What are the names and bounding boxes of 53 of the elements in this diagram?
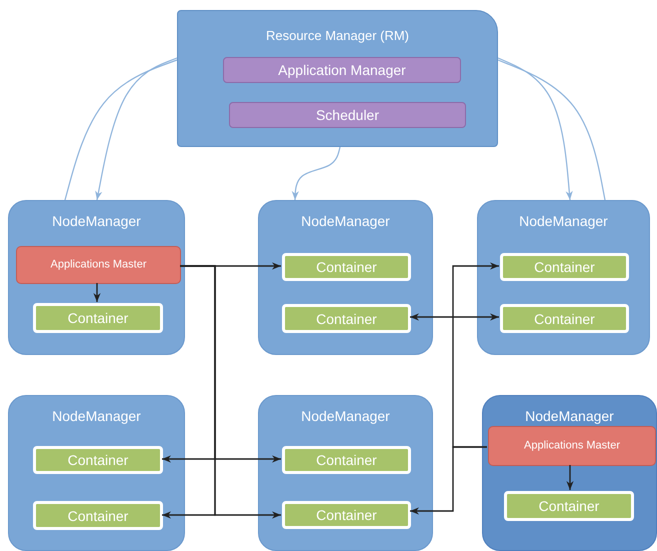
arrow [410, 446, 487, 515]
container-box [33, 446, 163, 474]
node-manager-panel [8, 200, 185, 355]
node-manager-panel [258, 200, 433, 355]
arrow [498, 57, 573, 200]
container-box [282, 446, 411, 474]
label: Scheduler [314, 107, 380, 124]
label: Container [315, 258, 378, 276]
container-box [282, 253, 411, 281]
container-box [500, 253, 629, 281]
arrow [566, 465, 574, 490]
node-manager-panel [482, 395, 657, 551]
arrow [93, 283, 101, 302]
arrow [292, 146, 341, 200]
container-box [282, 304, 411, 333]
label: Application Manager [277, 62, 407, 78]
arrow [95, 57, 178, 200]
label: Container [315, 310, 378, 327]
node-manager-panel [477, 200, 650, 355]
label: NodeManager [300, 408, 391, 424]
node-manager-panel [8, 395, 185, 551]
resource-manager-panel [177, 10, 498, 147]
label: Container [66, 507, 130, 524]
arrow [410, 313, 499, 321]
label: Container [66, 310, 130, 326]
component-box [229, 102, 466, 128]
label: Applications Master [50, 258, 148, 272]
container-box [33, 501, 163, 530]
label: Resource Manager (RM) [264, 29, 410, 44]
node-manager-panel [258, 395, 433, 551]
label: Container [315, 452, 378, 468]
arrow [452, 262, 499, 448]
label: Container [66, 452, 130, 468]
container-box [500, 304, 629, 333]
container-box [504, 491, 634, 521]
label: Container [538, 498, 600, 514]
applications-master-box [488, 426, 656, 466]
arrow [180, 265, 281, 519]
label: NodeManager [300, 213, 391, 230]
label: Container [533, 258, 596, 276]
label: NodeManager [51, 213, 142, 230]
label: Container [315, 506, 378, 524]
label: NodeManager [524, 408, 615, 424]
container-box [33, 303, 163, 333]
connector-line [498, 59, 606, 200]
label: NodeManager [518, 213, 609, 230]
connector-line [64, 59, 178, 200]
label: Applications Master [523, 440, 621, 452]
container-box [282, 501, 411, 529]
label: NodeManager [51, 408, 142, 424]
label: Container [533, 310, 596, 327]
applications-master-box [16, 246, 181, 284]
component-box [223, 57, 461, 83]
